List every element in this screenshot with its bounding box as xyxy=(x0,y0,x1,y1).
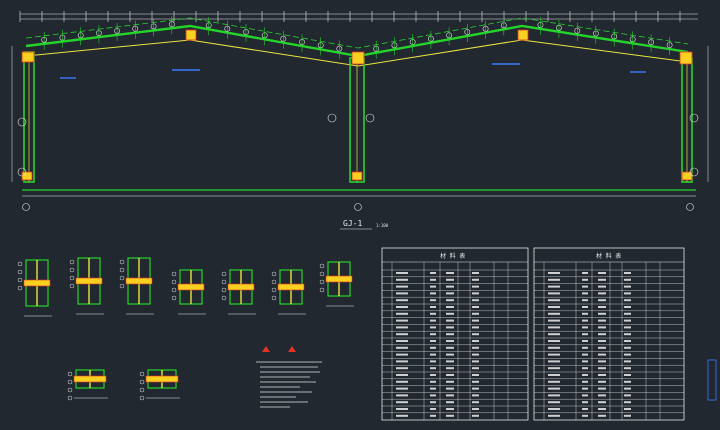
section-scale: 1:100 xyxy=(376,223,389,228)
material-table-right xyxy=(533,247,685,421)
section-label: GJ-1 xyxy=(343,219,362,228)
detail-view xyxy=(67,369,108,401)
detail-view xyxy=(271,269,306,315)
axis-bubble-middle xyxy=(354,203,362,211)
top-dimension-chain xyxy=(19,11,698,22)
roof-rafter-inner xyxy=(25,39,689,67)
detail-view xyxy=(17,259,52,317)
member-marks xyxy=(60,63,646,79)
connection-nodes xyxy=(21,29,693,181)
detail-view xyxy=(171,269,206,315)
material-table-left xyxy=(381,247,529,421)
axis-bubble-left xyxy=(22,203,30,211)
detail-view xyxy=(319,261,354,307)
table-right-title: 材 料 表 xyxy=(596,252,621,260)
table-left-title: 材 料 表 xyxy=(440,252,465,260)
edge-marker xyxy=(707,359,717,401)
portal-frame-elevation xyxy=(11,16,709,211)
callout-bubbles xyxy=(41,16,673,59)
axis-bubble-right xyxy=(686,203,694,211)
detail-view xyxy=(69,257,104,315)
detail-view xyxy=(139,369,180,401)
general-notes xyxy=(256,346,322,408)
detail-view xyxy=(119,257,154,315)
connection-detail-views xyxy=(17,257,354,401)
detail-view xyxy=(221,269,256,315)
